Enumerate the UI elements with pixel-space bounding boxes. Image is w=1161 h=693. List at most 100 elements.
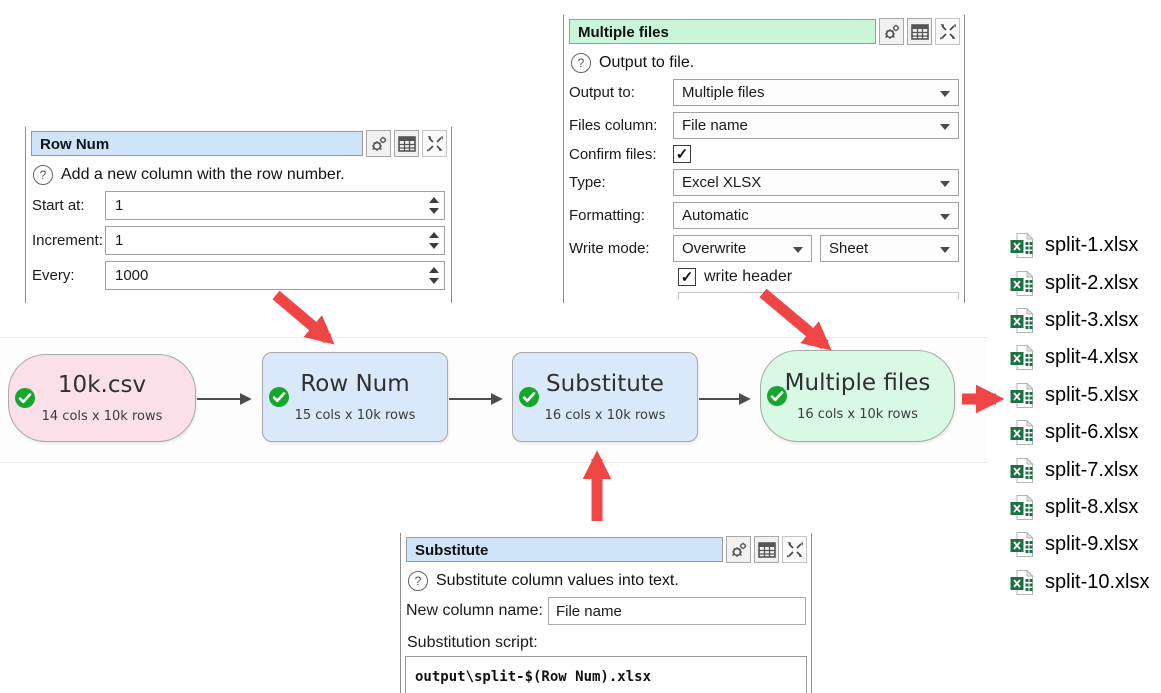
help-icon[interactable]: ? (571, 53, 591, 73)
write-mode-dropdown[interactable]: Overwrite (673, 235, 812, 262)
files-column-label: Files column: (569, 117, 658, 134)
help-icon[interactable]: ? (408, 571, 428, 591)
write-header-label: write header (704, 268, 793, 285)
excel-file-icon (1010, 456, 1034, 483)
file-list-item[interactable]: split-7.xlsx (1010, 451, 1149, 488)
chevron-down-icon (940, 214, 950, 220)
type-value: Excel XLSX (682, 174, 762, 191)
table-view-button[interactable] (907, 18, 932, 45)
node-multiple-files[interactable]: Multiple files 16 cols x 10k rows (760, 350, 955, 442)
spin-down-icon[interactable] (429, 208, 439, 214)
checkmark-icon: ✓ (675, 146, 689, 163)
file-list-item[interactable]: split-5.xlsx (1010, 377, 1149, 414)
gears-icon (731, 542, 746, 557)
settings-button[interactable] (366, 130, 391, 157)
table-icon (398, 136, 416, 152)
table-icon (757, 541, 776, 558)
file-name: split-7.xlsx (1045, 458, 1139, 481)
settings-button[interactable] (879, 18, 904, 45)
table-view-button[interactable] (754, 536, 779, 563)
check-circle-icon (766, 385, 788, 407)
file-list-item[interactable]: split-4.xlsx (1010, 339, 1149, 376)
file-list-item[interactable]: split-2.xlsx (1010, 264, 1149, 301)
spin-up-icon[interactable] (429, 232, 439, 238)
panel-title-field[interactable]: Multiple files (569, 19, 876, 44)
substitution-script-label: Substitution script: (407, 634, 538, 651)
excel-file-icon (1010, 307, 1034, 333)
increment-input[interactable]: 1 (105, 226, 445, 255)
file-list-item[interactable]: split-3.xlsx (1010, 302, 1149, 339)
node-title: 10k.csv (57, 372, 147, 398)
multiple-files-panel: Multiple files (563, 10, 965, 308)
chevron-down-icon (793, 247, 803, 253)
substitution-script-input[interactable]: output\split-$(Row Num).xlsx (405, 656, 807, 693)
increment-value: 1 (115, 232, 124, 249)
every-value: 1000 (115, 267, 149, 284)
spin-down-icon[interactable] (429, 278, 439, 284)
table-view-button[interactable] (394, 130, 419, 157)
panel-title-field[interactable]: Substitute (406, 537, 723, 562)
node-substitute[interactable]: Substitute 16 cols x 10k rows (512, 352, 698, 442)
file-list-item[interactable]: split-8.xlsx (1010, 489, 1149, 526)
file-list-item[interactable]: split-6.xlsx (1010, 414, 1149, 451)
confirm-files-checkbox[interactable]: ✓ (673, 145, 691, 163)
chevron-down-icon (940, 91, 950, 97)
node-row-num[interactable]: Row Num 15 cols x 10k rows (262, 352, 448, 442)
start-at-spinner[interactable] (423, 192, 444, 219)
substitution-script-value: output\split-$(Row Num).xlsx (415, 669, 652, 685)
formatting-label: Formatting: (569, 207, 645, 224)
new-column-name-label: New column name: (406, 602, 543, 619)
every-spinner[interactable] (423, 262, 444, 289)
file-name: split-3.xlsx (1045, 308, 1139, 331)
file-name: split-5.xlsx (1045, 383, 1139, 406)
row-num-panel: Row Num (25, 122, 452, 308)
chevron-down-icon (940, 181, 950, 187)
output-to-dropdown[interactable]: Multiple files (673, 79, 959, 106)
expand-button[interactable] (935, 18, 960, 45)
expand-button[interactable] (422, 130, 447, 157)
file-name: split-9.xlsx (1045, 533, 1139, 556)
spin-up-icon[interactable] (429, 197, 439, 203)
new-column-name-input[interactable]: File name (547, 597, 806, 625)
files-column-value: File name (682, 117, 748, 134)
settings-button[interactable] (726, 536, 751, 563)
help-text: Output to file. (599, 54, 695, 71)
start-at-input[interactable]: 1 (105, 191, 445, 220)
chevron-down-icon (940, 247, 950, 253)
file-name: split-6.xlsx (1045, 421, 1139, 444)
node-subtitle: 16 cols x 10k rows (544, 408, 666, 423)
start-at-value: 1 (115, 197, 124, 214)
expand-icon (786, 541, 803, 557)
node-subtitle: 16 cols x 10k rows (797, 407, 918, 422)
expand-button[interactable] (782, 536, 807, 563)
spin-down-icon[interactable] (429, 243, 439, 249)
panel-header: Multiple files (569, 18, 960, 45)
node-10k-csv[interactable]: 10k.csv 14 cols x 10k rows (8, 354, 196, 442)
formatting-dropdown[interactable]: Automatic (673, 202, 959, 229)
check-circle-icon (518, 386, 540, 408)
node-subtitle: 14 cols x 10k rows (41, 409, 163, 424)
files-column-dropdown[interactable]: File name (673, 112, 959, 139)
sheet-dropdown[interactable]: Sheet (820, 235, 959, 262)
excel-file-icon (1010, 232, 1034, 259)
check-circle-icon (268, 386, 290, 408)
new-column-name-value: File name (555, 602, 622, 620)
excel-file-icon (1010, 382, 1034, 408)
output-to-label: Output to: (569, 84, 635, 101)
file-name: split-4.xlsx (1045, 346, 1139, 369)
panel-header: Substitute (406, 536, 807, 563)
file-list-item[interactable]: split-1.xlsx (1010, 227, 1149, 264)
file-name: split-2.xlsx (1045, 271, 1139, 294)
excel-file-icon (1010, 568, 1034, 595)
every-input[interactable]: 1000 (105, 261, 445, 290)
file-list-item[interactable]: split-9.xlsx (1010, 526, 1149, 563)
increment-spinner[interactable] (423, 227, 444, 254)
panel-title-field[interactable]: Row Num (31, 131, 363, 156)
excel-file-icon (1010, 419, 1034, 446)
type-dropdown[interactable]: Excel XLSX (673, 169, 959, 196)
spin-up-icon[interactable] (429, 267, 439, 273)
file-list-item[interactable]: split-10.xlsx (1010, 564, 1149, 601)
help-icon[interactable]: ? (33, 165, 53, 185)
substitute-panel: Substitute (400, 529, 812, 693)
write-header-checkbox[interactable]: ✓ (678, 268, 696, 286)
